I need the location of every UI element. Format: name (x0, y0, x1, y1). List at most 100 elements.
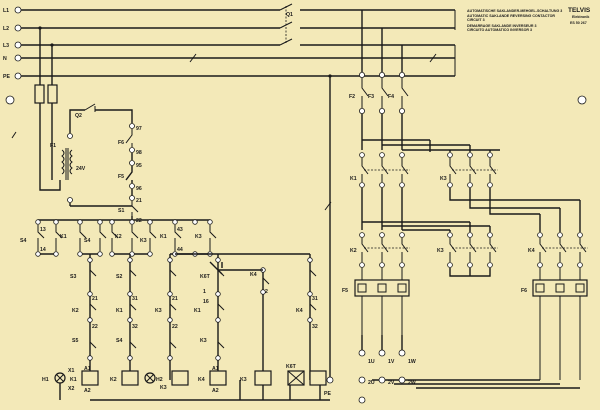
kt-label-a: K6T (200, 274, 211, 280)
lamp-h2-cross (146, 374, 154, 382)
terminal-pwr-3 (398, 72, 405, 79)
terminal-cb-9 (192, 219, 198, 225)
k1-label-c: K1 (194, 308, 201, 314)
t-k2-3 (399, 232, 405, 238)
t-k4-6 (577, 262, 583, 268)
num-32-a: 32 (132, 324, 138, 330)
s3-label: S3 (70, 274, 76, 280)
terminal-pwr-6 (398, 108, 405, 115)
terminal-cb-13 (77, 251, 83, 257)
power-circuit: F2 F3 F4 K1 K3 K2 (342, 10, 588, 404)
t-k2-6 (399, 262, 405, 268)
t-k2-5 (379, 262, 385, 268)
k4-label-a: K4 (250, 272, 257, 278)
t-k3b-4 (447, 262, 453, 268)
terminal-cb-15 (109, 251, 115, 257)
terminal-br-1c (87, 317, 93, 323)
fuse-f4-label: F4 (388, 94, 394, 100)
f6-label: F6 (118, 140, 124, 146)
terminal-cb-7 (147, 219, 153, 225)
k2-label-c: K2 (72, 308, 79, 314)
overload-f5-wires (361, 268, 403, 335)
f5-num-95: 95 (136, 163, 142, 169)
coil-a2-b: A2 (212, 388, 219, 394)
k2-power-contacts (361, 238, 409, 262)
terminal-trafo-top (67, 133, 73, 139)
t-k3-6 (487, 182, 493, 188)
terminal-2u (358, 376, 366, 384)
terminal-br-4d (215, 355, 221, 361)
coils-row: H1 X1 X2 K1 K2 H2 K3 K4 K3 K6T A1 A2 A1 … (42, 76, 334, 397)
t-k3-4 (447, 182, 453, 188)
terminal-1u (358, 349, 366, 357)
branch-contacts-row3 (89, 334, 225, 356)
t-k3-2 (467, 152, 473, 158)
terminal-cb-1 (35, 219, 41, 225)
f6-num-97: 97 (136, 126, 142, 132)
num-21-b: 21 (92, 296, 98, 302)
terminal-pwr-1 (358, 72, 365, 79)
t-k3b-3 (487, 232, 493, 238)
s2-label: S2 (116, 274, 122, 280)
num-22-c: 22 (172, 324, 178, 330)
terminal-f5-95 (129, 160, 135, 166)
transformer-fuse-label: F1 (50, 143, 56, 149)
terminal-pe-bottom (326, 376, 334, 384)
terminal-s1-21 (129, 195, 135, 201)
coil-k4-b (309, 370, 327, 386)
power-mid-drops (361, 114, 403, 150)
terminal-cb-11 (35, 251, 41, 257)
terminal-br-3b (167, 291, 173, 297)
k1-label-a: K1 (60, 234, 67, 240)
terminal-1w-label: 1W (408, 359, 416, 365)
k2-cross-feeds (362, 221, 490, 231)
num-31-a: 31 (132, 296, 138, 302)
drawing-code: ES 50 267 (570, 21, 587, 25)
t-k4-1 (537, 232, 543, 238)
overload-f5-box (354, 279, 410, 297)
terminal-br-5b (260, 289, 266, 295)
t-k3b-1 (447, 232, 453, 238)
terminal-cb-10 (207, 219, 213, 225)
terminal-1v-label: 1V (388, 359, 395, 365)
terminal-br-2b (127, 291, 133, 297)
k3-feeds (429, 150, 491, 152)
terminal-cb-5 (109, 219, 115, 225)
f6-contact (125, 129, 133, 147)
terminal-br-1b (87, 291, 93, 297)
coil-k4-label: K4 (198, 377, 205, 383)
coil-k3-label: K3 (160, 385, 167, 391)
k3b-power-label: K3 (437, 248, 444, 254)
coil-k3 (171, 370, 189, 386)
t-k2-1 (359, 232, 365, 238)
num-13-a: 13 (40, 227, 46, 233)
terminal-right-ground (577, 95, 587, 105)
terminal-br-4c (215, 317, 221, 323)
t-k4-4 (537, 262, 543, 268)
title-block: AUTOMATISCHE SAKLANDER-MEHGEL-SCHALTUNG … (467, 7, 591, 32)
wire-transformer-primary-l2 (39, 28, 61, 191)
terminal-n (14, 54, 22, 62)
s1-num-22: 22 (136, 218, 142, 224)
t-k1-2 (379, 152, 385, 158)
terminal-2v-label: 2V (388, 380, 395, 386)
lamp-h1-cross (56, 374, 64, 382)
terminal-br-1d (87, 355, 93, 361)
k1-power-label: K1 (350, 176, 357, 182)
pe-bottom-label: PE (324, 391, 331, 397)
terminal-f6-97 (129, 123, 135, 129)
overload-f5-label: F5 (342, 288, 348, 294)
k3b-power-contacts (449, 238, 497, 262)
terminal-2u-label: 2U (368, 380, 375, 386)
s1-label: S1 (118, 208, 124, 214)
terminal-pwr-4 (358, 108, 365, 115)
num-32-b: 32 (312, 324, 318, 330)
s5-label: S5 (72, 338, 78, 344)
coil-a1-a: A1 (84, 366, 91, 372)
supply-lines: L1 L2 L3 N PE Q1 (3, 3, 587, 139)
title-line-4: DEMARRAGE SAKLANDE INVERSEUR 3 (467, 24, 537, 28)
terminal-cb-4 (97, 219, 103, 225)
terminal-1u-label: 1U (368, 359, 375, 365)
s4-label: S4 (20, 238, 26, 244)
coil-k1-label: K1 (70, 377, 77, 383)
